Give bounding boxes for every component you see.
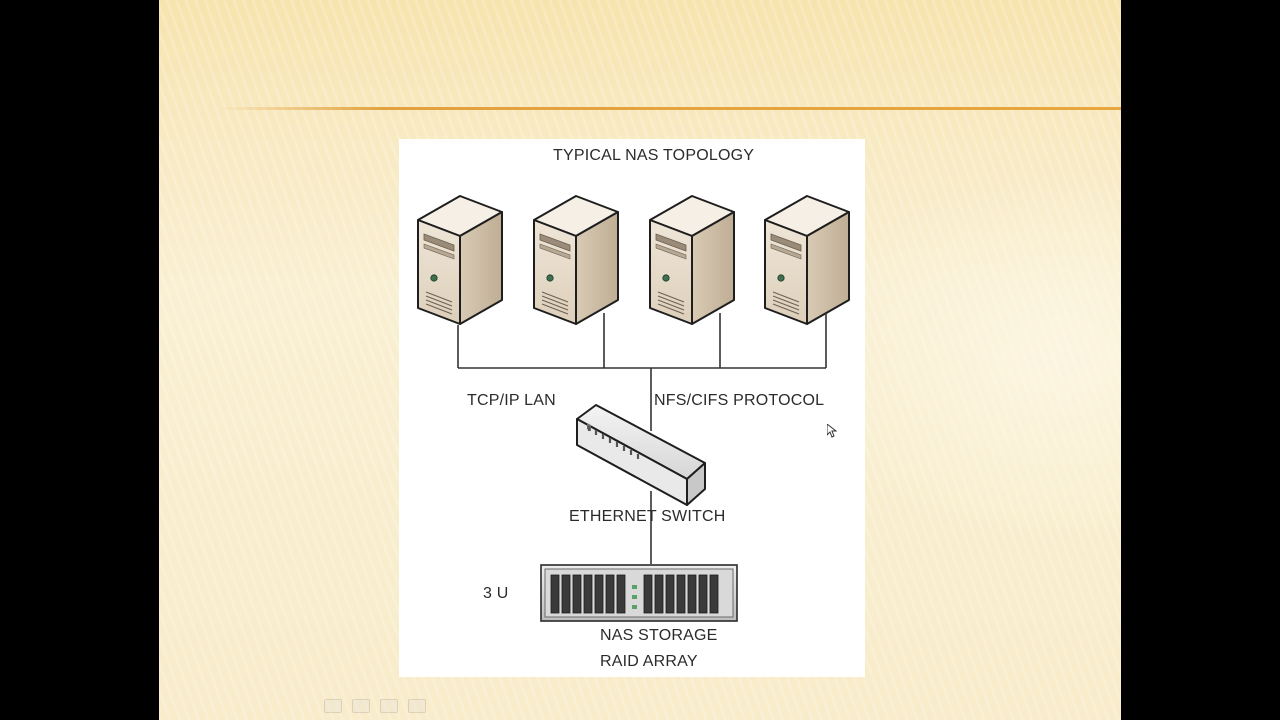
tcp-ip-lan-label: TCP/IP LAN [467, 392, 556, 409]
nas-storage-label: NAS STORAGE [600, 627, 718, 644]
nas-topology-figure: TYPICAL NAS TOPOLOGY TCP/IP LAN NFS/CIFS… [399, 139, 865, 677]
raid-array-label: RAID ARRAY [600, 653, 698, 670]
topology-drawing [417, 195, 850, 622]
server-4-icon [764, 195, 850, 325]
pen-tool-icon[interactable] [352, 699, 370, 713]
slide-navigation-controls [324, 698, 434, 714]
slide-header-rule [219, 107, 1121, 110]
ethernet-switch-icon [576, 404, 706, 506]
nfs-cifs-protocol-label: NFS/CIFS PROTOCOL [654, 392, 825, 409]
server-3-icon [649, 195, 735, 325]
lan-bus-lines [457, 313, 827, 564]
rack-units-label: 3 U [483, 585, 509, 602]
slide-menu-icon[interactable] [380, 699, 398, 713]
server-1-icon [417, 195, 503, 325]
next-slide-icon[interactable] [408, 699, 426, 713]
previous-slide-icon[interactable] [324, 699, 342, 713]
ethernet-switch-label: ETHERNET SWITCH [569, 508, 726, 525]
diagram-title: TYPICAL NAS TOPOLOGY [553, 147, 755, 164]
mouse-pointer-icon [827, 424, 837, 438]
server-2-icon [533, 195, 619, 325]
nas-storage-raid-array-icon [540, 564, 738, 622]
